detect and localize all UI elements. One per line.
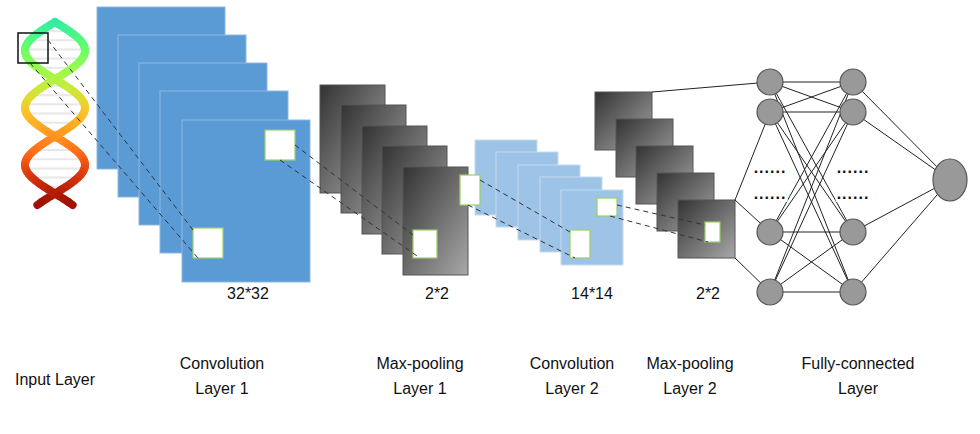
layer-name: Convolution Layer 1	[170, 352, 275, 402]
helix-rung	[26, 158, 83, 160]
projection-line	[295, 145, 413, 235]
neuron	[840, 99, 866, 125]
feature-map	[678, 200, 735, 258]
fc-wire	[770, 232, 853, 292]
receptive-window	[413, 230, 437, 258]
projection-line	[48, 40, 193, 230]
receptive-window	[597, 198, 617, 216]
helix-rung	[30, 39, 81, 41]
receptive-window	[460, 175, 480, 205]
conv2-stack	[475, 140, 623, 265]
ellipsis-dots: ......	[753, 160, 788, 176]
fc-wire	[770, 82, 853, 232]
receptive-window	[265, 130, 295, 160]
projection-line	[617, 205, 705, 225]
fc-wire	[770, 112, 853, 292]
fc-wire	[652, 82, 770, 92]
fc-wires	[652, 82, 950, 292]
neuron	[757, 219, 783, 245]
layer-name: Fully-connected Layer	[793, 352, 923, 402]
ellipsis-dots: ......	[836, 160, 871, 176]
layer-name: Convolution Layer 2	[520, 352, 625, 402]
helix-rung	[26, 167, 85, 169]
neuron	[757, 279, 783, 305]
helix-strand	[68, 202, 72, 205]
ellipsis-dots: ......	[836, 186, 871, 202]
fc-wire	[770, 82, 853, 232]
pool2-stack	[595, 92, 735, 258]
conv1-stack	[97, 7, 310, 282]
helix-rung	[28, 58, 82, 60]
receptive-window	[570, 230, 590, 258]
feature-map	[182, 120, 310, 282]
feature-map	[561, 190, 623, 265]
neuron	[757, 99, 783, 125]
neuron	[840, 69, 866, 95]
neuron	[840, 219, 866, 245]
fc-wire	[770, 112, 853, 292]
dimension-label: 32*32	[203, 282, 293, 307]
helix-rung	[26, 113, 83, 115]
fc-wire	[770, 232, 853, 292]
projection-line	[480, 180, 570, 232]
helix-rung	[26, 103, 85, 105]
dimension-label: 2*2	[678, 282, 738, 307]
input-window	[18, 33, 48, 63]
output-neuron	[933, 159, 967, 201]
neuron	[840, 279, 866, 305]
pool1-stack	[320, 85, 468, 275]
projection-line	[468, 205, 575, 258]
layer-name: Max-pooling Layer 2	[640, 352, 740, 402]
feature-map	[403, 167, 468, 275]
projection-line	[30, 63, 198, 258]
neuron	[757, 69, 783, 95]
projection-line	[280, 160, 420, 258]
projection-line	[610, 216, 708, 242]
layer-name: Input Layer	[3, 368, 108, 393]
dimension-label: 2*2	[407, 282, 467, 307]
receptive-window	[705, 222, 720, 242]
layer-name: Max-pooling Layer 1	[370, 352, 470, 402]
dimension-label: 14*14	[557, 282, 627, 307]
receptive-window	[193, 228, 223, 258]
helix-strand	[37, 202, 41, 205]
ellipsis-dots: ......	[753, 186, 788, 202]
